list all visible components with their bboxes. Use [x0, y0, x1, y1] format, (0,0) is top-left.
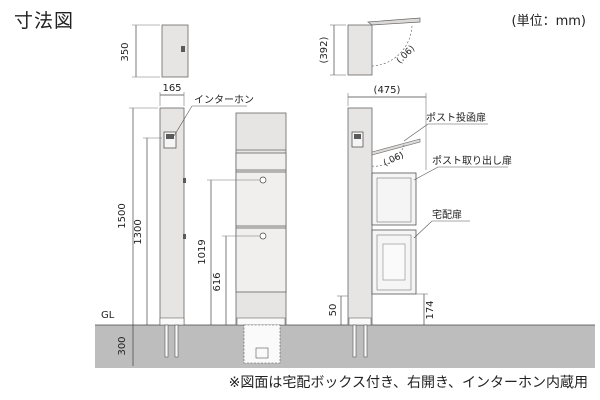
dim-1500: 1500 — [117, 203, 128, 228]
top-view-right: (392) (.06) — [319, 17, 421, 76]
label-delivery-door: 宅配扉 — [432, 208, 462, 221]
top-lid — [367, 17, 421, 26]
dim-165: 165 — [162, 83, 181, 94]
gl-label: GL — [101, 310, 115, 321]
top-view-knob — [181, 46, 185, 52]
top-view-left: 350 — [120, 24, 189, 78]
dim-1300: 1300 — [133, 219, 144, 244]
post-takeout-box — [371, 172, 417, 226]
top-view-right-body — [347, 24, 373, 76]
unit-note: (単位：mm) — [511, 14, 586, 29]
dim-angle-top: (.06) — [395, 44, 417, 66]
label-post-insert-door: ポスト投函扉 — [426, 111, 486, 124]
front-elevation: 1019 616 — [197, 112, 287, 364]
ground-fill — [95, 325, 595, 368]
post-insert-door — [371, 138, 421, 156]
dim-392: (392) — [319, 36, 330, 63]
dim-174: 174 — [425, 300, 436, 319]
footnote: ※図面は宅配ボックス付き、右開き、インターホン内蔵用 — [228, 375, 588, 391]
label-post-takeout-door: ポスト取り出し扉 — [432, 154, 512, 167]
dim-1019: 1019 — [197, 239, 208, 264]
page-title: 寸法図 — [14, 10, 75, 32]
label-intercom: インターホン — [194, 94, 254, 106]
dim-angle-side: (.06) — [382, 151, 406, 169]
dim-475: (475) — [374, 85, 401, 96]
front-pillar: 165 1500 1300 300 インターホン — [117, 83, 254, 366]
dim-616: 616 — [212, 272, 223, 291]
dim-350: 350 — [120, 42, 131, 61]
dim-50: 50 — [328, 304, 339, 317]
dim-300: 300 — [117, 336, 128, 355]
side-elevation: (.06) (475) 50 174 ポスト投函扉 ポスト取り出し扉 宅配扉 — [328, 85, 512, 358]
